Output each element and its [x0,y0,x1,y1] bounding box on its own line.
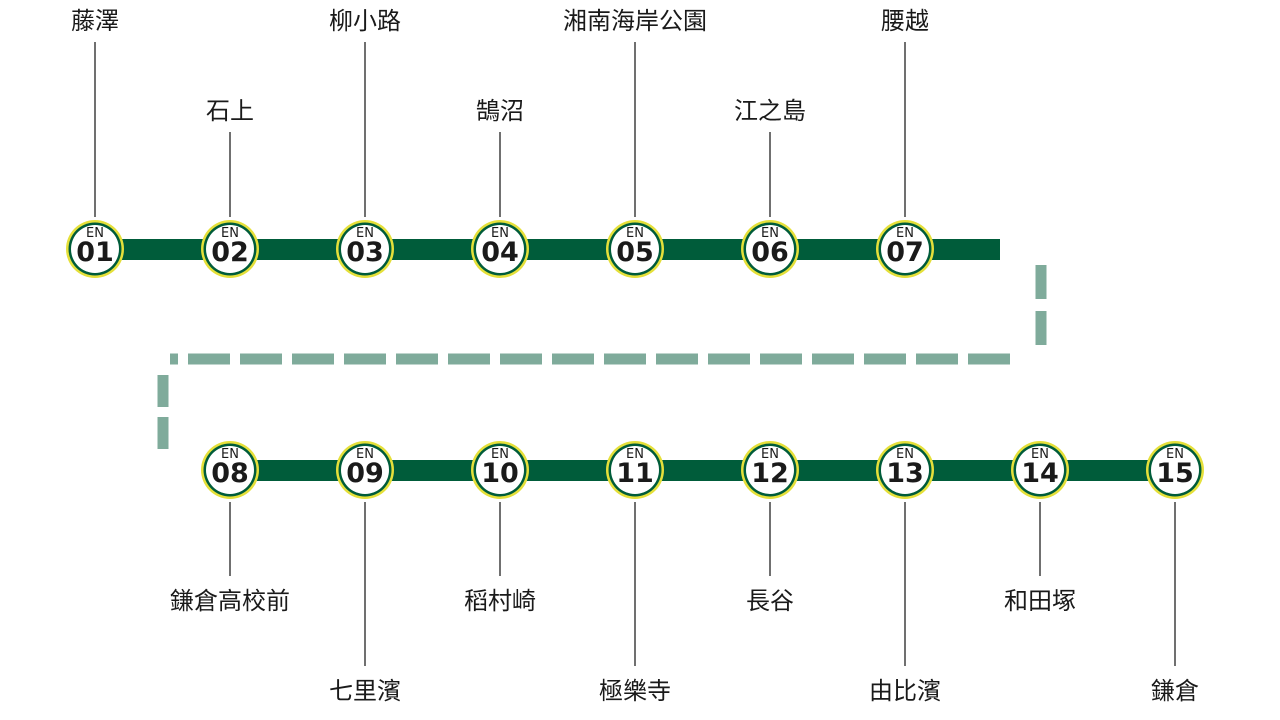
station-name: 極樂寺 [599,677,671,705]
station-badge [881,446,929,494]
station-name: 七里濱 [329,677,401,705]
station-badge [611,446,659,494]
station-line-prefix: EN [896,447,914,462]
station-line-prefix: EN [86,226,104,241]
station-line-prefix: EN [626,447,644,462]
station-line-prefix: EN [1031,447,1049,462]
station-line-prefix: EN [1166,447,1184,462]
station-badge [1151,446,1199,494]
station-badge [746,225,794,273]
station-name: 和田塚 [1004,587,1076,615]
station-name: 腰越 [881,7,929,35]
station-badge [1016,446,1064,494]
station-line-prefix: EN [356,447,374,462]
station-name: 石上 [206,97,254,125]
station-badge [746,446,794,494]
station-name: 柳小路 [329,7,401,35]
station-number: 13 [886,458,924,489]
station-number: 06 [751,237,789,268]
station-name: 由比濱 [869,677,941,705]
station-name: 鎌倉 [1151,677,1199,705]
station-line-prefix: EN [491,447,509,462]
station-number: 11 [616,458,654,489]
station-badge [341,225,389,273]
station-number: 14 [1021,458,1059,489]
station-name: 藤澤 [71,7,119,35]
station-badge [476,446,524,494]
station-badge [881,225,929,273]
station-line-prefix: EN [761,226,779,241]
station-number: 05 [616,237,654,268]
station-line-prefix: EN [356,226,374,241]
station-name: 鵠沼 [476,97,524,125]
station-name: 稻村崎 [464,587,536,615]
station-line-prefix: EN [491,226,509,241]
leader-lines [94,42,1176,666]
station-badge [611,225,659,273]
station-line-prefix: EN [896,226,914,241]
station-number: 07 [886,237,924,268]
station-number: 10 [481,458,519,489]
station-name: 長谷 [746,587,794,615]
station-number: 04 [481,237,519,268]
station-name: 鎌倉高校前 [170,587,290,615]
station-number: 12 [751,458,789,489]
station-badge [206,225,254,273]
route-connector [157,265,1047,450]
station-line-prefix: EN [221,447,239,462]
station-badge [476,225,524,273]
station-name: 湘南海岸公園 [563,7,707,35]
station-number: 09 [346,458,384,489]
station-number: 03 [346,237,384,268]
station-number: 08 [211,458,249,489]
station-line-prefix: EN [221,226,239,241]
station-number: 01 [76,237,114,268]
station-badge [206,446,254,494]
station-line-prefix: EN [626,226,644,241]
station-line-prefix: EN [761,447,779,462]
stations: EN01藤澤EN02石上EN03柳小路EN04鵠沼EN05湘南海岸公園EN06江… [66,7,1204,705]
station-number: 02 [211,237,249,268]
station-badge [341,446,389,494]
station-number: 15 [1156,458,1194,489]
track-lower [230,460,1175,481]
station-badge [71,225,119,273]
station-name: 江之島 [734,97,806,125]
